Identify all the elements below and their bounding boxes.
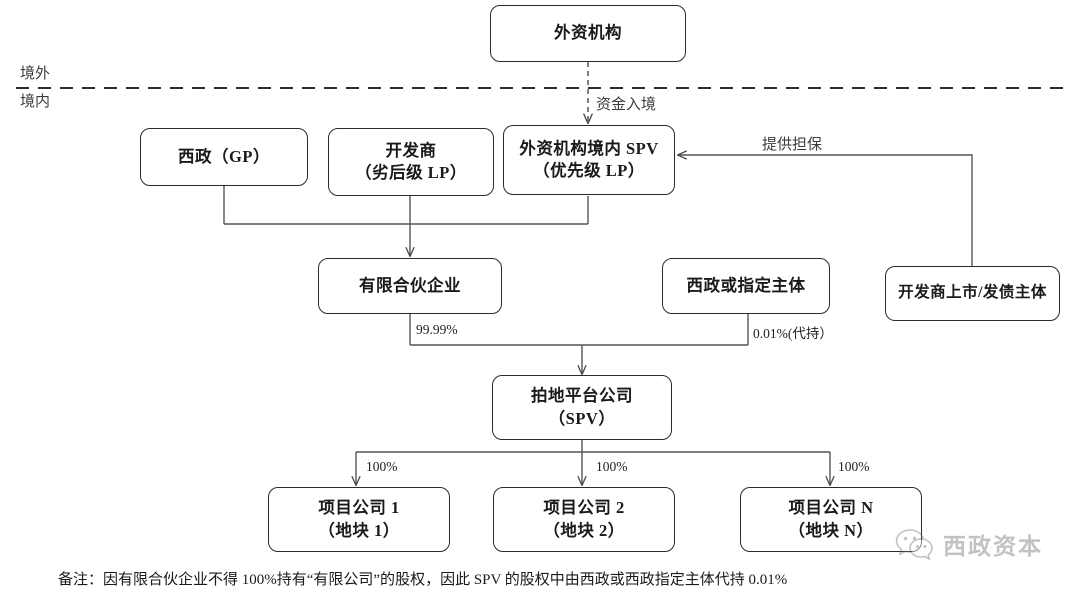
node-onshore-spv[interactable]: 外资机构境内 SPV （优先级 LP）	[503, 125, 675, 195]
edge-provide-guarantee	[678, 155, 973, 266]
node-developer-listed-line1: 开发商上市/发债主体	[898, 284, 1047, 302]
node-xizheng-designated[interactable]: 西政或指定主体	[662, 258, 830, 314]
node-xizheng-designated-line1: 西政或指定主体	[686, 275, 806, 295]
node-xizheng-gp[interactable]: 西政（GP）	[140, 128, 308, 186]
node-onshore-spv-line1: 外资机构境内 SPV	[519, 138, 659, 158]
watermark: 西政资本	[895, 527, 1043, 561]
watermark-text: 西政资本	[943, 533, 1043, 559]
node-foreign-institution[interactable]: 外资机构	[490, 5, 686, 62]
footnote-text: 备注：因有限合伙企业不得 100%持有“有限公司”的股权，因此 SPV 的股权中…	[58, 572, 788, 588]
node-developer-lp[interactable]: 开发商 （劣后级 LP）	[328, 128, 494, 196]
node-developer-listed[interactable]: 开发商上市/发债主体	[885, 266, 1060, 321]
wechat-logo-icon	[895, 529, 933, 560]
node-project-company-1-line2: （地块 1）	[318, 520, 400, 540]
boundary-label-offshore: 境外	[20, 66, 51, 82]
node-bidding-platform-line1: 拍地平台公司	[531, 386, 633, 406]
node-project-company-n-line2: （地块 N）	[788, 520, 874, 540]
node-xizheng-gp-line1: 西政（GP）	[178, 146, 270, 166]
node-bidding-platform[interactable]: 拍地平台公司 （SPV）	[492, 375, 672, 440]
node-foreign-institution-line1: 外资机构	[554, 23, 622, 43]
node-developer-lp-line2: （劣后级 LP）	[355, 163, 467, 182]
edge-label-stake-100-a: 100%	[366, 459, 398, 474]
node-onshore-spv-line2: （优先级 LP）	[533, 161, 645, 180]
node-project-company-2-line1: 项目公司 2	[543, 498, 625, 518]
edge-label-stake-100-c: 100%	[838, 459, 870, 474]
node-limited-partnership[interactable]: 有限合伙企业	[318, 258, 502, 314]
edge-label-stake-9999: 99.99%	[416, 322, 458, 337]
node-project-company-n-line1: 项目公司 N	[788, 498, 874, 518]
node-developer-lp-line1: 开发商	[385, 140, 437, 160]
edge-label-stake-001: 0.01%(代持）	[753, 326, 833, 341]
boundary-label-onshore: 境内	[20, 94, 51, 110]
node-project-company-2-line2: （地块 2）	[543, 520, 625, 540]
node-project-company-n[interactable]: 项目公司 N （地块 N）	[740, 487, 922, 552]
node-project-company-1[interactable]: 项目公司 1 （地块 1）	[268, 487, 450, 552]
edge-label-provide-guarantee: 提供担保	[762, 137, 823, 153]
node-limited-partnership-line1: 有限合伙企业	[359, 275, 461, 295]
node-bidding-platform-line2: （SPV）	[548, 408, 616, 428]
edge-label-capital-inflow: 资金入境	[596, 97, 657, 113]
node-project-company-1-line1: 项目公司 1	[318, 498, 400, 518]
node-project-company-2[interactable]: 项目公司 2 （地块 2）	[493, 487, 675, 552]
edge-label-stake-100-b: 100%	[596, 459, 628, 474]
